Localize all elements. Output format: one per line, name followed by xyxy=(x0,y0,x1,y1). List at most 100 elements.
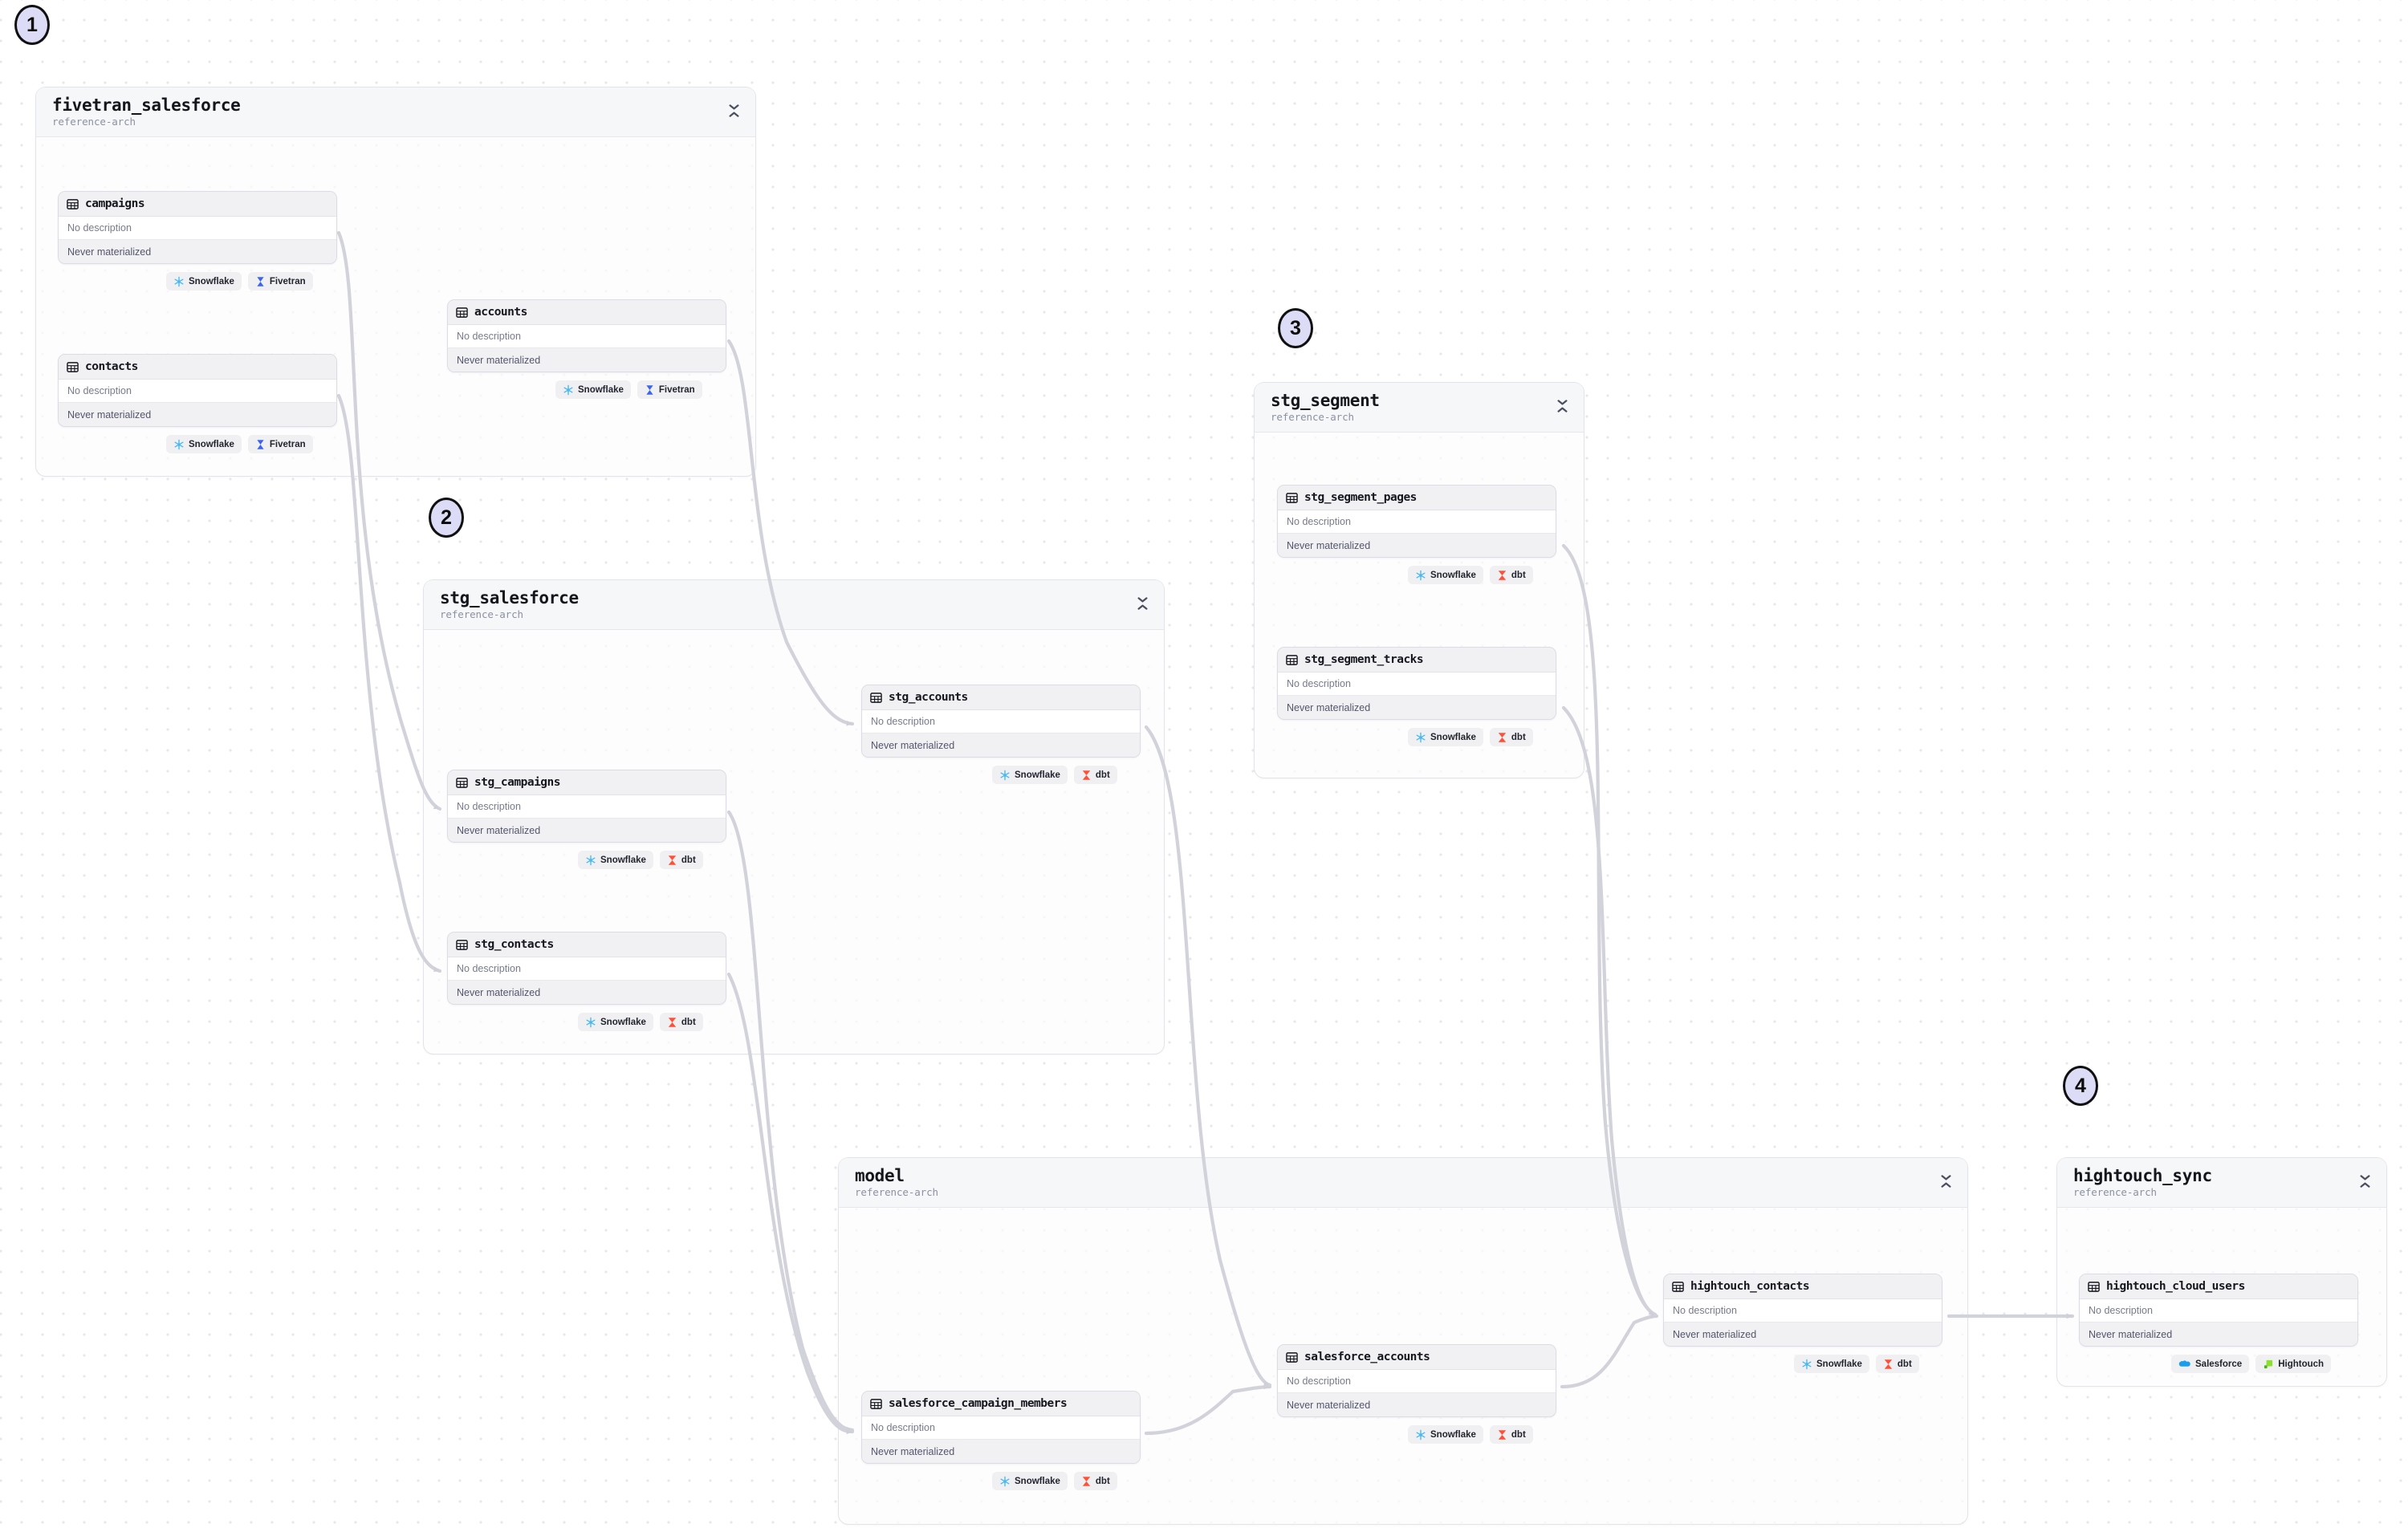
node-salesforce-accounts[interactable]: salesforce_accounts No description Never… xyxy=(1277,1344,1556,1417)
node-materialization: Never materialized xyxy=(59,403,336,426)
badge-hightouch[interactable]: Hightouch xyxy=(2255,1355,2332,1373)
group-header: stg_segment reference-arch xyxy=(1255,383,1584,433)
marker-3: 3 xyxy=(1278,308,1313,348)
node-materialization: Never materialized xyxy=(1278,534,1556,557)
snowflake-icon xyxy=(1802,1359,1812,1369)
node-stg-segment-tracks[interactable]: stg_segment_tracks No description Never … xyxy=(1277,647,1556,720)
badge-dbt[interactable]: dbt xyxy=(1489,566,1533,584)
group-title: stg_salesforce xyxy=(440,588,579,607)
badge-fivetran[interactable]: Fivetran xyxy=(247,435,313,453)
badge-snowflake[interactable]: Snowflake xyxy=(1408,728,1483,746)
node-badges: Snowflake dbt xyxy=(992,766,1117,784)
dbt-icon xyxy=(668,855,677,865)
node-title: hightouch_cloud_users xyxy=(2106,1280,2245,1293)
badge-dbt[interactable]: dbt xyxy=(1073,766,1117,784)
badge-snowflake[interactable]: Snowflake xyxy=(166,435,242,453)
badge-label: Fivetran xyxy=(658,384,695,395)
dbt-icon xyxy=(668,1017,677,1027)
badge-dbt[interactable]: dbt xyxy=(1875,1355,1919,1373)
node-title: campaigns xyxy=(85,197,145,210)
node-stg-contacts[interactable]: stg_contacts No description Never materi… xyxy=(447,932,726,1005)
badge-label: Snowflake xyxy=(600,1017,646,1027)
node-contacts[interactable]: contacts No description Never materializ… xyxy=(58,354,337,427)
node-badges: Snowflake dbt xyxy=(1408,1425,1533,1444)
group-header: fivetran_salesforce reference-arch xyxy=(36,87,755,137)
group-header: hightouch_sync reference-arch xyxy=(2057,1158,2386,1208)
node-accounts[interactable]: accounts No description Never materializ… xyxy=(447,299,726,372)
badge-label: Hightouch xyxy=(2278,1359,2325,1369)
fivetran-icon xyxy=(257,276,264,286)
node-badges: Snowflake dbt xyxy=(1794,1355,1919,1373)
node-materialization: Never materialized xyxy=(1278,1393,1556,1416)
badge-snowflake[interactable]: Snowflake xyxy=(166,272,242,291)
node-hightouch-contacts[interactable]: hightouch_contacts No description Never … xyxy=(1663,1274,1942,1347)
badge-fivetran[interactable]: Fivetran xyxy=(637,380,702,399)
group-subtitle: reference-arch xyxy=(2073,1186,2157,1198)
group-title: stg_segment xyxy=(1271,391,1380,410)
badge-snowflake[interactable]: Snowflake xyxy=(992,766,1068,784)
node-materialization: Never materialized xyxy=(1278,696,1556,719)
collapse-group-icon[interactable] xyxy=(725,102,742,120)
group-subtitle: reference-arch xyxy=(440,608,523,620)
badge-snowflake[interactable]: Snowflake xyxy=(555,380,631,399)
node-description: No description xyxy=(862,1416,1140,1440)
badge-dbt[interactable]: dbt xyxy=(1489,728,1533,746)
group-hightouch-sync[interactable]: hightouch_sync reference-arch xyxy=(2056,1157,2387,1387)
badge-label: Snowflake xyxy=(1816,1359,1862,1369)
collapse-group-icon[interactable] xyxy=(1133,595,1151,612)
badge-label: Fivetran xyxy=(269,439,306,449)
node-stg-segment-pages[interactable]: stg_segment_pages No description Never m… xyxy=(1277,485,1556,558)
badge-label: dbt xyxy=(681,855,696,865)
badge-snowflake[interactable]: Snowflake xyxy=(1408,566,1483,584)
badge-label: dbt xyxy=(1511,732,1526,742)
table-icon xyxy=(67,198,79,209)
node-description: No description xyxy=(59,217,336,240)
collapse-group-icon[interactable] xyxy=(2356,1172,2373,1190)
badge-fivetran[interactable]: Fivetran xyxy=(247,272,313,291)
badge-label: Snowflake xyxy=(1430,732,1476,742)
node-title: contacts xyxy=(85,360,138,373)
node-hightouch-cloud-users[interactable]: hightouch_cloud_users No description Nev… xyxy=(2079,1274,2358,1347)
snowflake-icon xyxy=(174,276,184,286)
salesforce-cloud-icon xyxy=(2178,1359,2190,1367)
snowflake-icon xyxy=(174,439,184,449)
badge-label: Snowflake xyxy=(578,384,624,395)
node-header: stg_segment_pages xyxy=(1278,486,1556,510)
badge-dbt[interactable]: dbt xyxy=(659,851,703,869)
node-header: hightouch_contacts xyxy=(1664,1274,1942,1299)
node-stg-accounts[interactable]: stg_accounts No description Never materi… xyxy=(861,685,1141,758)
snowflake-icon xyxy=(1416,570,1426,580)
group-subtitle: reference-arch xyxy=(52,116,136,128)
node-badges: Snowflake dbt xyxy=(578,851,703,869)
node-campaigns[interactable]: campaigns No description Never materiali… xyxy=(58,191,337,264)
badge-dbt[interactable]: dbt xyxy=(659,1013,703,1031)
badge-snowflake[interactable]: Snowflake xyxy=(1408,1425,1483,1444)
badge-salesforce[interactable]: Salesforce xyxy=(2171,1355,2250,1373)
badge-snowflake[interactable]: Snowflake xyxy=(992,1472,1068,1490)
badge-snowflake[interactable]: Snowflake xyxy=(578,1013,653,1031)
node-stg-campaigns[interactable]: stg_campaigns No description Never mater… xyxy=(447,770,726,843)
badge-snowflake[interactable]: Snowflake xyxy=(578,851,653,869)
badge-label: Snowflake xyxy=(1430,570,1476,580)
node-title: salesforce_accounts xyxy=(1304,1351,1430,1363)
node-title: stg_segment_tracks xyxy=(1304,653,1424,666)
badge-label: dbt xyxy=(681,1017,696,1027)
node-header: stg_contacts xyxy=(448,933,726,957)
node-badges: Snowflake Fivetran xyxy=(555,380,702,399)
node-salesforce-campaign-members[interactable]: salesforce_campaign_members No descripti… xyxy=(861,1391,1141,1464)
badge-snowflake[interactable]: Snowflake xyxy=(1794,1355,1869,1373)
node-badges: Snowflake dbt xyxy=(578,1013,703,1031)
table-icon xyxy=(456,307,468,318)
table-icon xyxy=(2088,1281,2100,1292)
table-icon xyxy=(1672,1281,1684,1292)
node-materialization: Never materialized xyxy=(59,240,336,263)
collapse-group-icon[interactable] xyxy=(1553,397,1571,415)
badge-dbt[interactable]: dbt xyxy=(1489,1425,1533,1444)
node-header: stg_segment_tracks xyxy=(1278,648,1556,673)
badge-label: Snowflake xyxy=(1015,770,1060,780)
group-header: model reference-arch xyxy=(839,1158,1967,1208)
badge-dbt[interactable]: dbt xyxy=(1073,1472,1117,1490)
group-subtitle: reference-arch xyxy=(855,1186,938,1198)
collapse-group-icon[interactable] xyxy=(1937,1172,1954,1190)
